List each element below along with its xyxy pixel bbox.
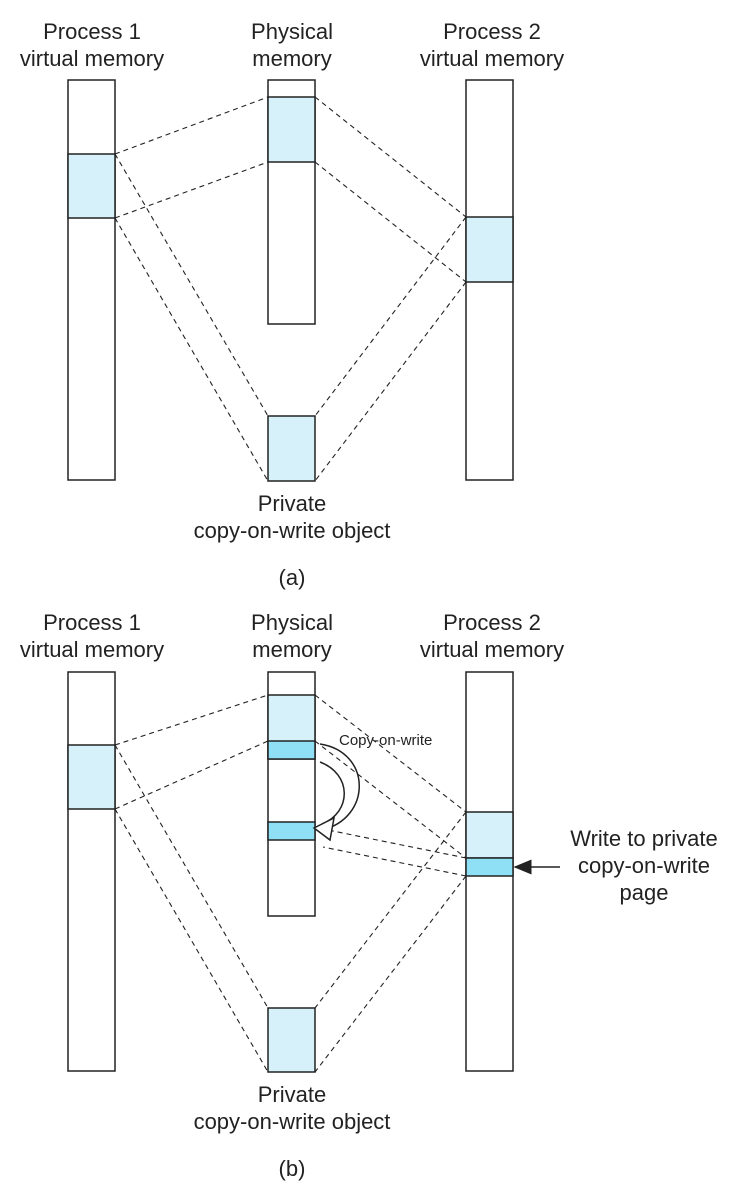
copied-page bbox=[267, 821, 316, 841]
copy-on-write-object-box bbox=[267, 415, 316, 482]
process1-memory-column bbox=[67, 671, 116, 1072]
process1-label-line1: Process 1 bbox=[43, 610, 141, 635]
copy-on-write-arrow bbox=[312, 743, 360, 842]
process2-label-line2: virtual memory bbox=[420, 637, 564, 662]
process1-shared-area bbox=[67, 153, 116, 219]
process2-label-line2: virtual memory bbox=[420, 46, 564, 71]
diagram-a: Process 1 virtual memory Physical memory… bbox=[20, 19, 564, 590]
physical-label-line1: Physical bbox=[251, 610, 333, 635]
object-label-line1: Private bbox=[258, 491, 326, 516]
process1-label-line1: Process 1 bbox=[43, 19, 141, 44]
mapping-lines-b bbox=[114, 694, 467, 1073]
process1-label-line2: virtual memory bbox=[20, 46, 164, 71]
original-page bbox=[267, 740, 316, 760]
process1-memory-column bbox=[67, 79, 116, 481]
object-label-line2: copy-on-write object bbox=[194, 518, 391, 543]
object-label-line2: copy-on-write object bbox=[194, 1109, 391, 1134]
process1-shared-area bbox=[67, 744, 116, 810]
process2-written-page bbox=[465, 857, 514, 877]
process2-shared-area bbox=[465, 216, 514, 283]
write-label-line3: page bbox=[620, 880, 669, 905]
caption-b: (b) bbox=[279, 1156, 306, 1181]
object-label-line1: Private bbox=[258, 1082, 326, 1107]
physical-label-line2: memory bbox=[252, 637, 331, 662]
process2-label-line1: Process 2 bbox=[443, 19, 541, 44]
copy-on-write-object-box bbox=[267, 1007, 316, 1073]
caption-a: (a) bbox=[279, 565, 306, 590]
process2-shared-area bbox=[465, 811, 514, 859]
copy-on-write-label: Copy-on-write bbox=[339, 732, 432, 749]
physical-label-line2: memory bbox=[252, 46, 331, 71]
process1-label-line2: virtual memory bbox=[20, 637, 164, 662]
physical-label-line1: Physical bbox=[251, 19, 333, 44]
diagram-b: Process 1 virtual memory Physical memory… bbox=[20, 610, 718, 1181]
write-label-line1: Write to private bbox=[570, 826, 718, 851]
physical-shared-area bbox=[267, 96, 316, 163]
process2-label-line1: Process 2 bbox=[443, 610, 541, 635]
mapping-lines-a bbox=[114, 96, 467, 482]
write-label-line2: copy-on-write bbox=[578, 853, 710, 878]
